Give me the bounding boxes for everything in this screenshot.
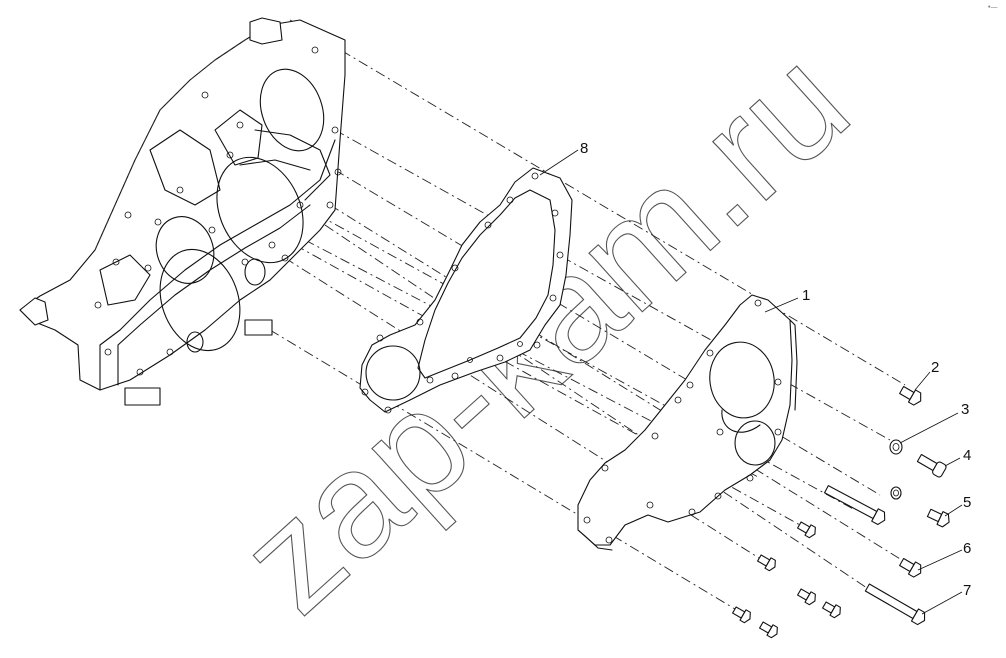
- fasteners: [732, 385, 950, 639]
- small-bolt: [759, 621, 778, 639]
- callout-4: 4: [963, 447, 971, 464]
- small-bolt: [732, 606, 751, 624]
- long-bolt: [824, 485, 886, 526]
- leader-lines: [539, 149, 963, 615]
- gasket: [359, 167, 573, 414]
- small-bolt: [822, 601, 841, 619]
- callouts: 1 2 3 4 5 6 7 8: [580, 140, 971, 599]
- bolt-part-5: [926, 508, 950, 528]
- callout-7: 7: [963, 582, 971, 599]
- callout-6: 6: [963, 540, 971, 557]
- callout-1: 1: [802, 287, 810, 304]
- callout-3: 3: [961, 401, 969, 418]
- washer-part-3b: [890, 486, 902, 500]
- bolt-part-2: [899, 385, 922, 406]
- engine-housing: [19, 17, 346, 406]
- bolt-part-7: [864, 583, 926, 626]
- small-bolt: [797, 521, 816, 539]
- small-bolt: [757, 554, 776, 572]
- bolt-part-4: [916, 453, 947, 478]
- small-bolt: [797, 588, 816, 606]
- cover-plate: [577, 294, 798, 551]
- corner-mark: •—: [988, 4, 997, 11]
- bolt-part-6: [899, 557, 922, 578]
- callout-8: 8: [580, 140, 588, 157]
- callout-5: 5: [963, 494, 971, 511]
- washer-part-3: [889, 439, 903, 455]
- callout-2: 2: [931, 359, 939, 376]
